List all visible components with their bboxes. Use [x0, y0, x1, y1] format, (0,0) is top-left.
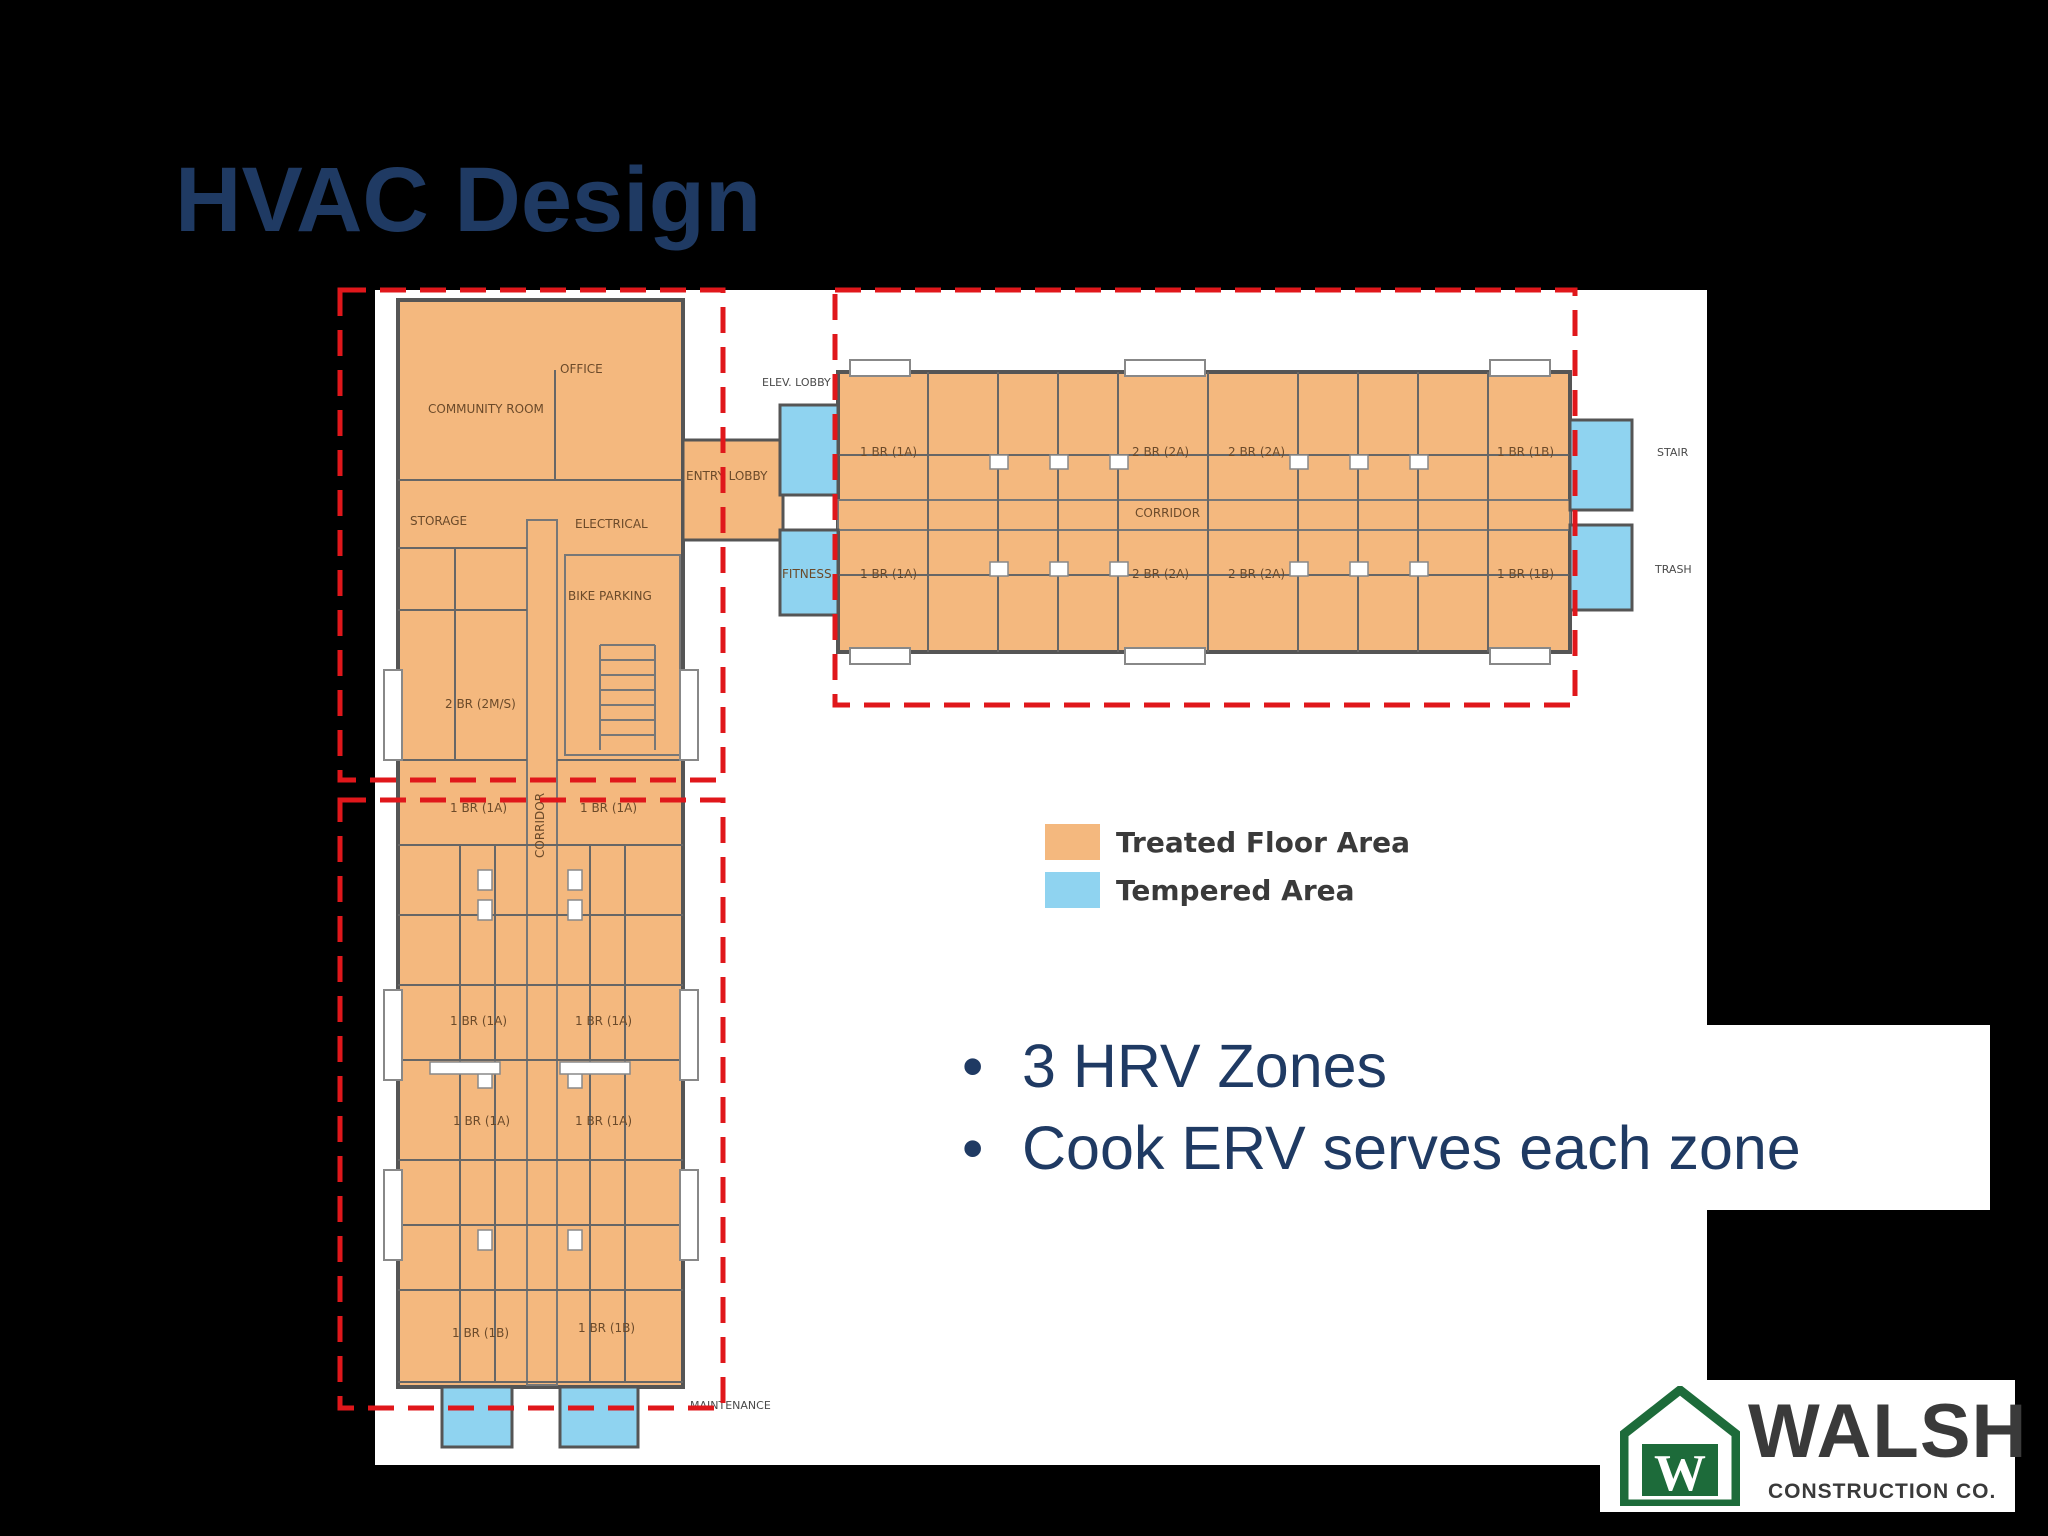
walsh-logo: W WALSH CONSTRUCTION CO. — [1600, 1380, 2026, 1512]
label-stair: STAIR — [1657, 446, 1689, 459]
hrv-zone-boundaries — [337, 287, 1578, 1411]
label-office: OFFICE — [560, 362, 603, 376]
vertical-corridor — [526, 519, 558, 1386]
maintenance-tempered-right — [558, 1385, 640, 1449]
label-community-room: COMMUNITY ROOM — [428, 402, 544, 416]
label-corridor-vertical: CORRIDOR — [533, 793, 547, 858]
label-unit-h8: 1 BR (1B) — [1497, 567, 1554, 581]
label-entry-lobby: ENTRY LOBBY — [686, 469, 768, 483]
bullet-list: 3 HRV Zones Cook ERV serves each zone — [950, 1025, 1990, 1189]
legend-item-treated: Treated Floor Area — [1045, 818, 1410, 866]
slide-title: HVAC Design — [175, 149, 762, 251]
hrv-zone-3 — [832, 287, 1578, 708]
label-unit-2bms: 2 BR (2M/S) — [445, 697, 516, 711]
hrv-zone-1 — [337, 287, 726, 783]
label-electrical: ELECTRICAL — [575, 517, 648, 531]
label-unit-v2: 1 BR (1A) — [580, 801, 637, 815]
hrv-zone-2 — [337, 797, 726, 1411]
label-unit-v1: 1 BR (1A) — [450, 801, 507, 815]
maintenance-tempered-left — [440, 1385, 514, 1449]
logo-name: WALSH — [1748, 1389, 2028, 1474]
label-fitness: FITNESS — [782, 567, 832, 581]
bullet-box: 3 HRV Zones Cook ERV serves each zone — [950, 1025, 1990, 1210]
vertical-wing — [383, 298, 699, 1389]
bike-parking-stripes — [599, 644, 656, 750]
horizontal-wing — [836, 359, 1572, 665]
label-corridor-horizontal: CORRIDOR — [1135, 506, 1200, 520]
horizontal-fixtures — [989, 454, 1429, 577]
house-w-icon: W — [1620, 1386, 1740, 1506]
vertical-balconies — [383, 669, 699, 1261]
label-unit-h1: 1 BR (1A) — [860, 445, 917, 459]
bullet-item: Cook ERV serves each zone — [950, 1107, 1990, 1189]
label-unit-v3: 1 BR (1A) — [450, 1014, 507, 1028]
tempered-areas — [440, 403, 1634, 1449]
vertical-unit-walls — [398, 370, 683, 1383]
trash-tempered — [1568, 523, 1634, 612]
label-unit-h3: 2 BR (2A) — [1228, 445, 1285, 459]
horizontal-unit-walls — [838, 372, 1570, 652]
horizontal-corridor — [837, 499, 1571, 531]
label-unit-h4: 1 BR (1B) — [1497, 445, 1554, 459]
label-trash: TRASH — [1654, 563, 1692, 576]
stair-tempered — [1568, 418, 1634, 512]
legend-item-tempered: Tempered Area — [1045, 866, 1410, 914]
label-unit-h2: 2 BR (2A) — [1132, 445, 1189, 459]
label-unit-v6: 1 BR (1A) — [575, 1114, 632, 1128]
legend-label-tempered: Tempered Area — [1116, 873, 1355, 907]
label-unit-v7: 1 BR (1B) — [452, 1326, 509, 1340]
fitness-tempered — [778, 528, 840, 617]
label-unit-h5: 1 BR (1A) — [860, 567, 917, 581]
label-unit-h6: 2 BR (2A) — [1132, 567, 1189, 581]
label-unit-v4: 1 BR (1A) — [575, 1014, 632, 1028]
entry-lobby — [681, 438, 785, 542]
bullet-item: 3 HRV Zones — [950, 1025, 1990, 1107]
vertical-fixtures — [429, 869, 631, 1251]
legend-label-treated: Treated Floor Area — [1116, 825, 1410, 859]
logo-mark: W — [1654, 1445, 1706, 1502]
bike-parking-block — [564, 554, 681, 756]
horizontal-balconies — [849, 359, 1551, 665]
legend-swatch-tempered — [1045, 872, 1100, 908]
room-labels: OFFICE COMMUNITY ROOM STORAGE ELECTRICAL… — [410, 362, 1692, 1412]
legend-swatch-treated — [1045, 824, 1100, 860]
elevator-lobby-tempered — [778, 403, 840, 497]
logo-subtitle: CONSTRUCTION CO. — [1768, 1480, 1997, 1503]
legend: Treated Floor Area Tempered Area — [1045, 818, 1410, 914]
label-elev-lobby: ELEV. LOBBY — [762, 376, 831, 389]
label-bike-parking: BIKE PARKING — [568, 589, 652, 603]
label-unit-h7: 2 BR (2A) — [1228, 567, 1285, 581]
label-unit-v5: 1 BR (1A) — [453, 1114, 510, 1128]
label-storage: STORAGE — [410, 514, 467, 528]
label-unit-v8: 1 BR (1B) — [578, 1321, 635, 1335]
